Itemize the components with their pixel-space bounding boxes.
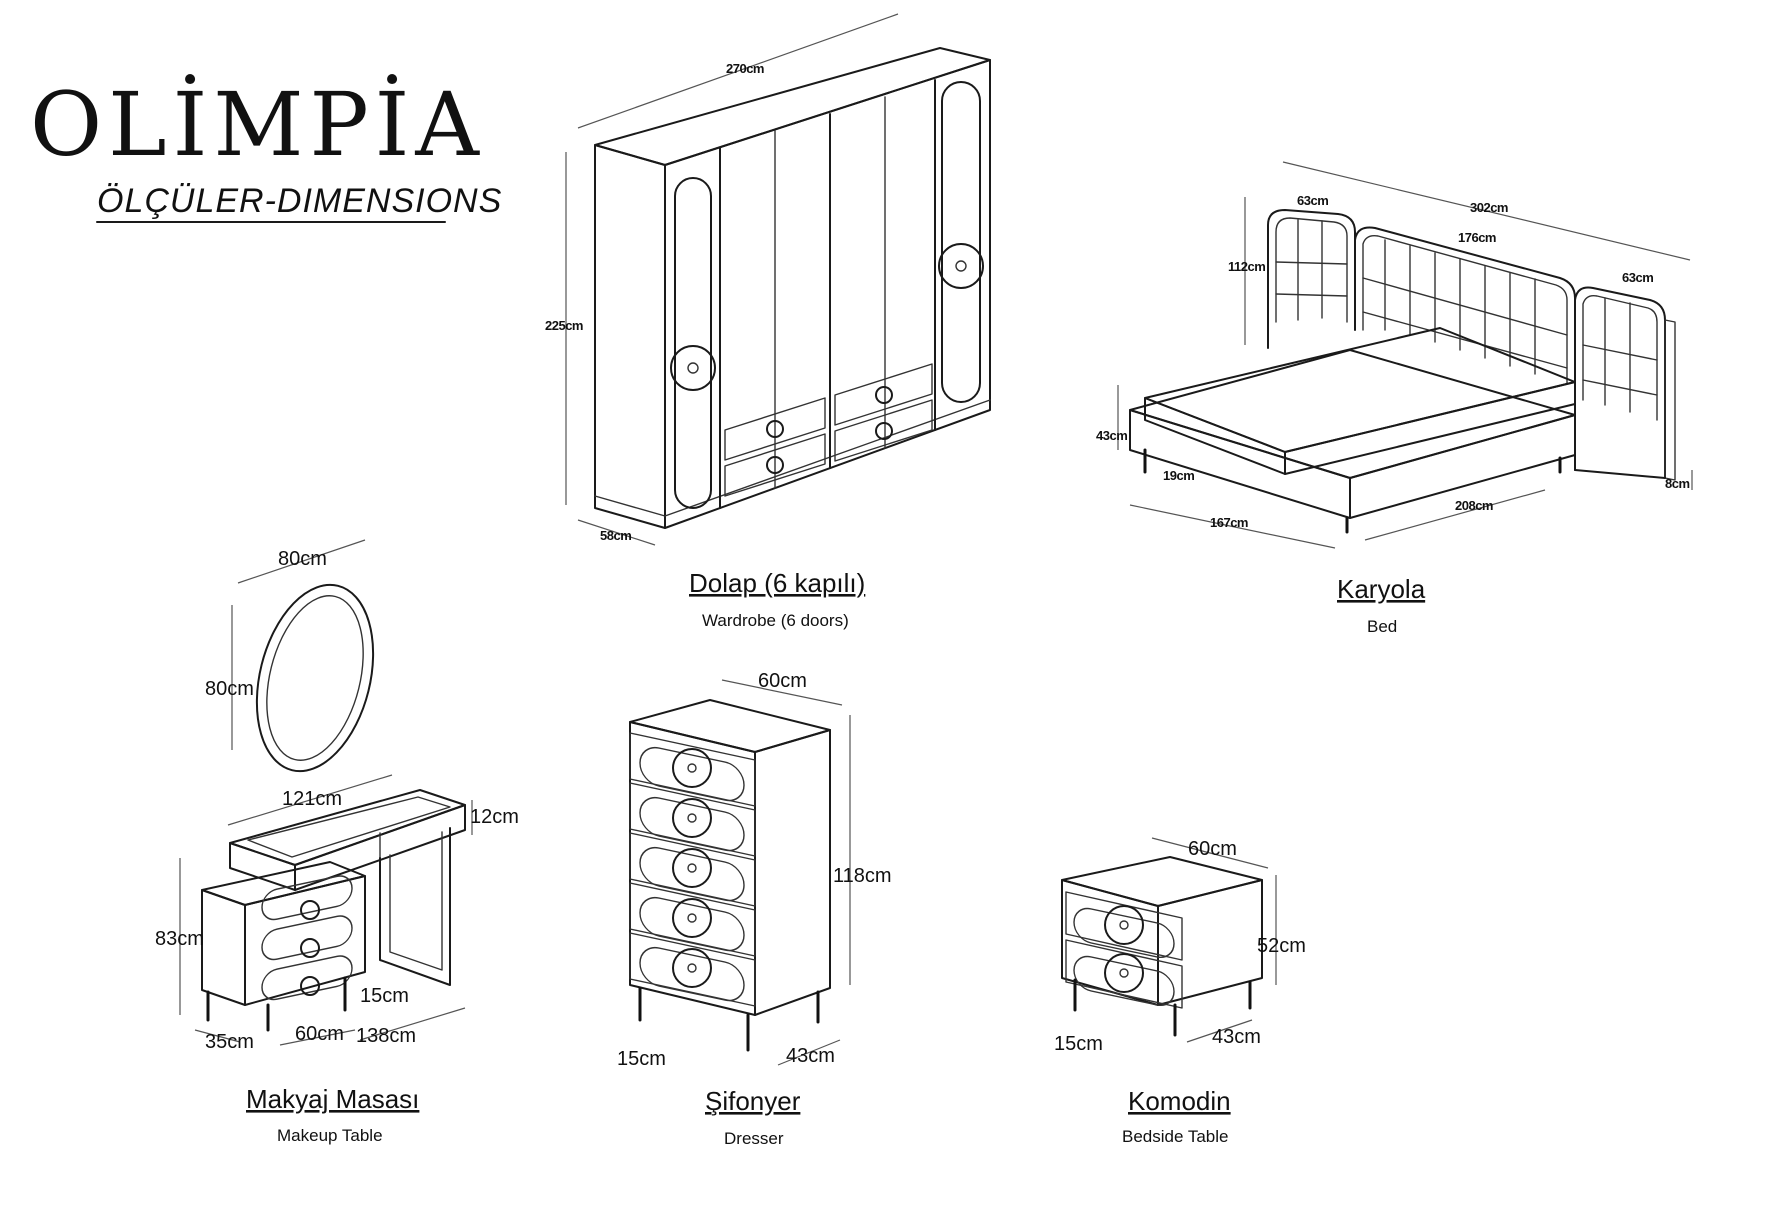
- tagline: ÖLÇÜLER-DIMENSIONS: [97, 182, 502, 220]
- bedside-height-label: 52cm: [1257, 935, 1306, 957]
- wardrobe-left-panel: [674, 177, 712, 509]
- dresser-drawers: [629, 732, 756, 1007]
- bedside-width-label: 60cm: [1188, 838, 1237, 860]
- bed-center-panel-label: 176cm: [1458, 230, 1496, 245]
- bed-right-headboard: [1574, 286, 1666, 479]
- bedside-drawers: [1065, 891, 1183, 1009]
- bed-frame-height-label: 43cm: [1096, 428, 1127, 443]
- mirror-frame: [255, 583, 375, 773]
- dresser-side: [754, 729, 831, 1016]
- bed-right-panel-label: 63cm: [1622, 270, 1653, 285]
- makeup-table-drawing: 80cm 80cm 121cm 12cm: [155, 539, 519, 1145]
- table-top-height-label: 12cm: [470, 806, 519, 828]
- wardrobe-top: [594, 47, 991, 166]
- table-leg-frame: [379, 827, 451, 986]
- dresser-subtitle: Dresser: [724, 1129, 784, 1148]
- dresser-leg-label: 15cm: [617, 1048, 666, 1070]
- table-leg-label: 15cm: [360, 985, 409, 1007]
- makeup-table-subtitle: Makeup Table: [277, 1126, 383, 1145]
- bed-drawing: 302cm 63cm 176cm 63cm 112cm 43cm 19cm 16…: [1096, 161, 1693, 636]
- wardrobe-depth-label: 58cm: [600, 528, 631, 543]
- bedside-drawing: 60cm 52cm 15cm 43cm Komodin Bedside Tabl…: [1054, 837, 1306, 1146]
- mirror-width-label: 80cm: [278, 548, 327, 570]
- mirror-height-label: 80cm: [205, 678, 254, 700]
- wardrobe-name: Dolap (6 kapılı): [689, 568, 865, 598]
- dresser-width-label: 60cm: [758, 670, 807, 692]
- brand-logo: OLİMPİA: [30, 73, 485, 176]
- wardrobe-front: [664, 59, 991, 529]
- dresser-drawing: 60cm 118cm 15cm 43cm Şifonyer Dresser: [617, 670, 892, 1148]
- wardrobe-right-panel: [941, 81, 981, 403]
- bed-width-label: 167cm: [1210, 515, 1248, 530]
- wardrobe-height-label: 225cm: [545, 318, 583, 333]
- bed-headboard-height-label: 112cm: [1228, 259, 1265, 274]
- bed-thickness-label: 8cm: [1665, 476, 1690, 491]
- table-depth-label: 35cm: [205, 1031, 254, 1053]
- table-unit-width-label: 60cm: [295, 1023, 344, 1045]
- bed-frame-top: [1129, 349, 1576, 479]
- makeup-table-name: Makyaj Masası: [246, 1084, 419, 1114]
- bedside-depth-label: 43cm: [1212, 1026, 1261, 1048]
- dresser-top: [629, 699, 831, 753]
- table-height-label: 83cm: [155, 928, 204, 950]
- bed-total-width-label: 302cm: [1470, 200, 1508, 215]
- bed-tufting: [1362, 239, 1568, 375]
- dresser-depth-label: 43cm: [786, 1045, 835, 1067]
- wardrobe-drawing: 270cm 225cm 58cm Dolap (6 kapılı) Wardro…: [545, 13, 991, 630]
- wardrobe-subtitle: Wardrobe (6 doors): [702, 611, 849, 630]
- bedside-name: Komodin: [1128, 1086, 1231, 1116]
- dresser-height-label: 118cm: [833, 865, 892, 887]
- table-total-length-label: 138cm: [356, 1025, 416, 1047]
- bed-left-panel-label: 63cm: [1297, 193, 1328, 208]
- dresser-name: Şifonyer: [705, 1086, 801, 1116]
- bedside-subtitle: Bedside Table: [1122, 1127, 1229, 1146]
- wardrobe-drawers: [724, 363, 933, 497]
- wardrobe-side: [594, 144, 666, 529]
- bedside-leg-label: 15cm: [1054, 1033, 1103, 1055]
- bed-leg-height-label: 19cm: [1163, 468, 1194, 483]
- header: OLİMPİA ÖLÇÜLER-DIMENSIONS: [30, 73, 502, 223]
- bedside-top: [1061, 856, 1263, 907]
- table-top-width-label: 121cm: [282, 788, 342, 810]
- bed-left-headboard: [1267, 209, 1356, 326]
- wardrobe-width-label: 270cm: [726, 61, 764, 76]
- bed-subtitle: Bed: [1367, 617, 1397, 636]
- bed-name: Karyola: [1337, 574, 1426, 604]
- bed-center-headboard: [1354, 226, 1576, 386]
- table-drawers: [261, 875, 353, 1001]
- bedside-side: [1157, 879, 1263, 1006]
- bed-length-label: 208cm: [1455, 498, 1493, 513]
